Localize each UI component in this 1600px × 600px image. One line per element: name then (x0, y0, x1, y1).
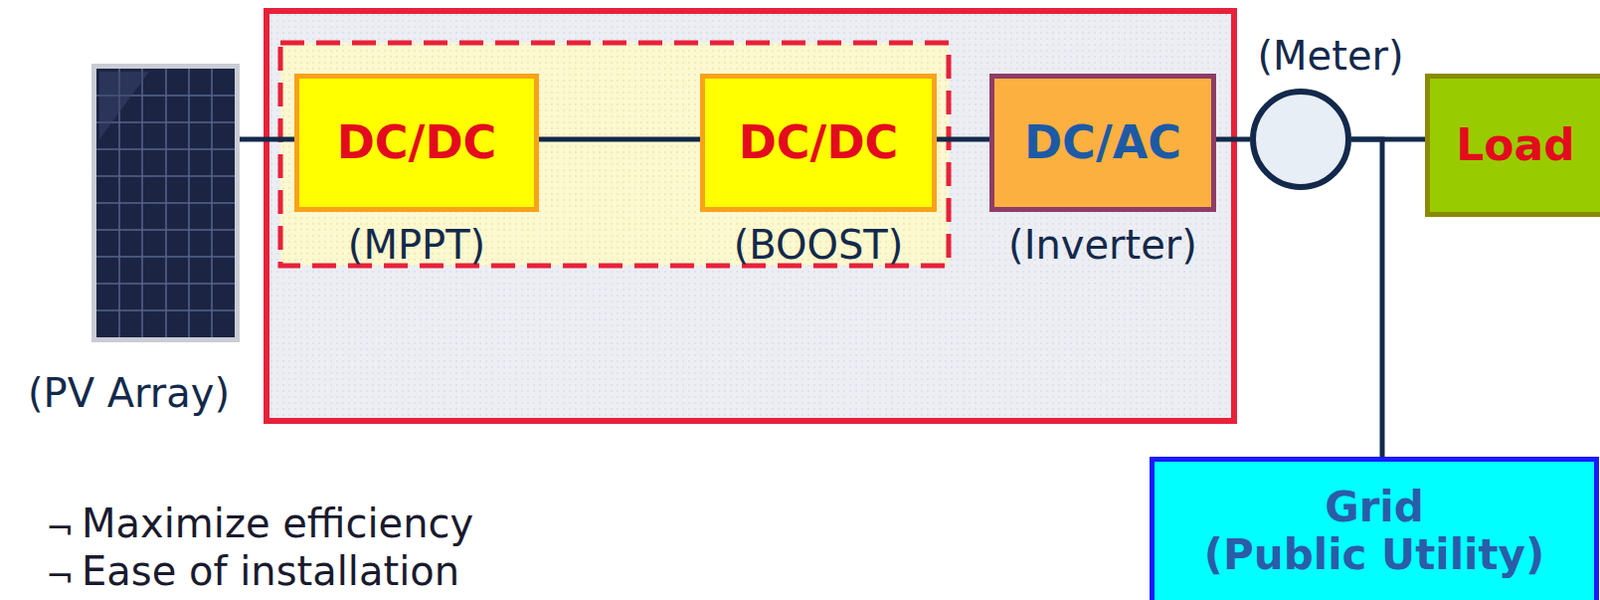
bullet-text: Maximize efficiency (81, 500, 474, 546)
grid-box-shape: Grid(Public Utility) (1149, 456, 1600, 600)
node-text: DC/DC (738, 116, 899, 170)
load-box: Load (1424, 73, 1600, 217)
wire-connector (1216, 137, 1250, 143)
grid-box: Grid(Public Utility) (1149, 456, 1600, 600)
load-box-shape: Load (1424, 73, 1600, 217)
inverter-box: DC/AC (Inverter) (989, 73, 1217, 268)
bullet-mark: ¬ (45, 551, 75, 598)
converter-box: DC/DC (BOOST) (700, 73, 937, 268)
node-caption: (BOOST) (733, 221, 904, 268)
panel-frame (91, 63, 240, 343)
bullet-mark: ¬ (45, 504, 75, 550)
node-text: DC/AC (1024, 116, 1182, 170)
node-caption: (PV Array) (27, 369, 230, 416)
wire-connector (936, 137, 990, 143)
converter-box-shape: DC/DC (700, 73, 937, 212)
solar-panel (91, 63, 240, 343)
panel-cells (96, 68, 235, 338)
converter-box-shape: DC/DC (294, 73, 539, 212)
panel-glare (99, 71, 150, 140)
node-caption: (Meter) (1256, 32, 1404, 79)
pv-array: (PV Array) (91, 63, 240, 416)
node-caption: (Inverter) (1008, 221, 1198, 268)
inverter-box-shape: DC/AC (989, 73, 1217, 212)
node-text: DC/DC (337, 116, 498, 170)
wire-connector (1351, 139, 1383, 457)
panel-grid (96, 68, 235, 338)
wire-connector (239, 137, 295, 143)
meter-circle-shape (1249, 88, 1352, 190)
wire-connector (538, 137, 701, 143)
system-housing (266, 10, 1235, 421)
node-caption: (MPPT) (348, 221, 486, 268)
node-text: Load (1455, 120, 1575, 172)
meter-circle: (Meter) (1249, 32, 1352, 190)
converter-box: DC/DC (MPPT) (294, 73, 539, 268)
node-text: (Public Utility) (1204, 531, 1545, 579)
bullet-text: Ease of installation (81, 547, 460, 594)
pv-array-shape (91, 63, 240, 343)
node-text: Grid (1324, 483, 1424, 532)
